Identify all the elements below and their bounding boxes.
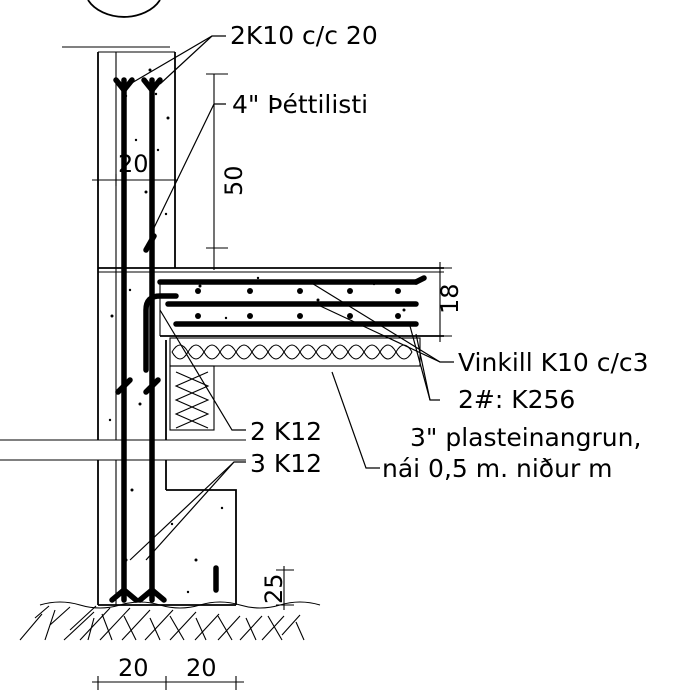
dim-footing-width-left: 20 xyxy=(118,654,149,682)
rebar xyxy=(109,77,427,603)
label-bars-upper: 2 K12 xyxy=(250,417,322,446)
label-angle-bar: Vinkill K10 c/c3 xyxy=(458,348,649,377)
section-marker-circle xyxy=(87,0,161,18)
label-mesh: 2#: K256 xyxy=(458,385,575,414)
dimension-lines xyxy=(92,73,452,690)
dim-upturn-height: 50 xyxy=(220,165,248,196)
label-insulation-line1: 3" plasteinangrun, xyxy=(410,423,641,452)
wall-upper xyxy=(97,51,176,440)
label-insulation-line2: nái 0,5 m. niður m xyxy=(382,454,613,483)
label-waterstop: 4" Þéttilisti xyxy=(232,90,368,119)
dim-wall-thickness: 20 xyxy=(118,150,149,178)
dim-footing-height: 25 xyxy=(260,573,288,604)
leader-lines xyxy=(129,35,454,561)
label-bars-lower: 3 K12 xyxy=(250,449,322,478)
dim-footing-width-right: 20 xyxy=(186,654,217,682)
slab-bar-dots xyxy=(195,288,401,319)
dim-slab-thickness: 18 xyxy=(436,283,464,314)
label-top-rebar: 2K10 c/c 20 xyxy=(230,21,378,50)
ground-hatch xyxy=(19,601,321,641)
slab-insulation xyxy=(169,337,421,367)
footing xyxy=(97,460,237,606)
wall-insulation xyxy=(169,365,215,431)
